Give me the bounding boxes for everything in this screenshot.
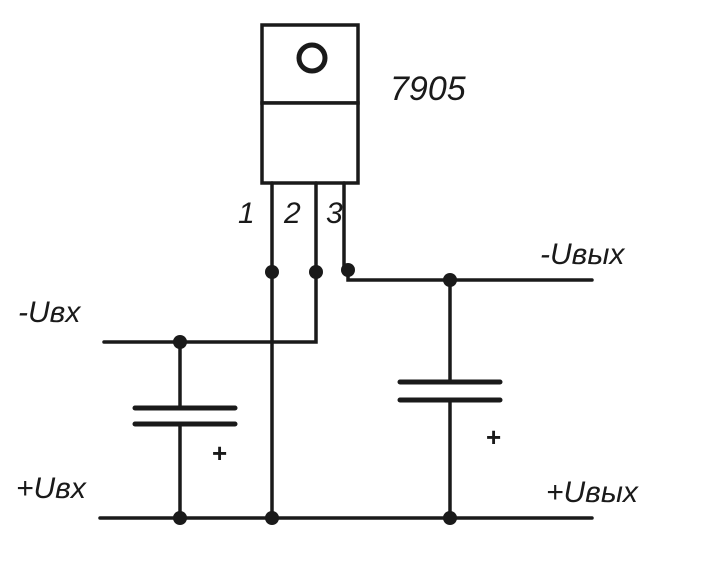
output-negative-label: -Uвых <box>540 238 625 271</box>
junction-dot <box>443 511 457 525</box>
output-positive-label: +Uвых <box>546 476 639 509</box>
part-number-label: 7905 <box>390 70 466 108</box>
input-negative-label: -Uвх <box>18 296 81 329</box>
junction-dot <box>265 265 279 279</box>
output-capacitor <box>397 278 503 520</box>
input-capacitor <box>132 340 238 520</box>
pin-2-label: 2 <box>283 197 301 230</box>
pin-leads <box>270 181 346 274</box>
junction-dot <box>173 511 187 525</box>
pin-1-label: 1 <box>238 197 255 230</box>
pin-3-label: 3 <box>326 197 343 230</box>
junction-dot <box>341 263 355 277</box>
input-positive-label: +Uвх <box>16 472 87 505</box>
input-cap-polarity: + <box>212 438 227 468</box>
pin-3-to-output <box>346 268 594 282</box>
junction-dot <box>443 273 457 287</box>
regulator-7905 <box>260 23 360 185</box>
regulator-body <box>260 101 360 185</box>
output-cap-polarity: + <box>486 422 501 452</box>
junction-dot <box>173 335 187 349</box>
mounting-hole <box>296 42 328 74</box>
pin-2-to-input <box>102 270 318 344</box>
junctions <box>173 263 457 525</box>
junction-dot <box>265 511 279 525</box>
junction-dot <box>309 265 323 279</box>
